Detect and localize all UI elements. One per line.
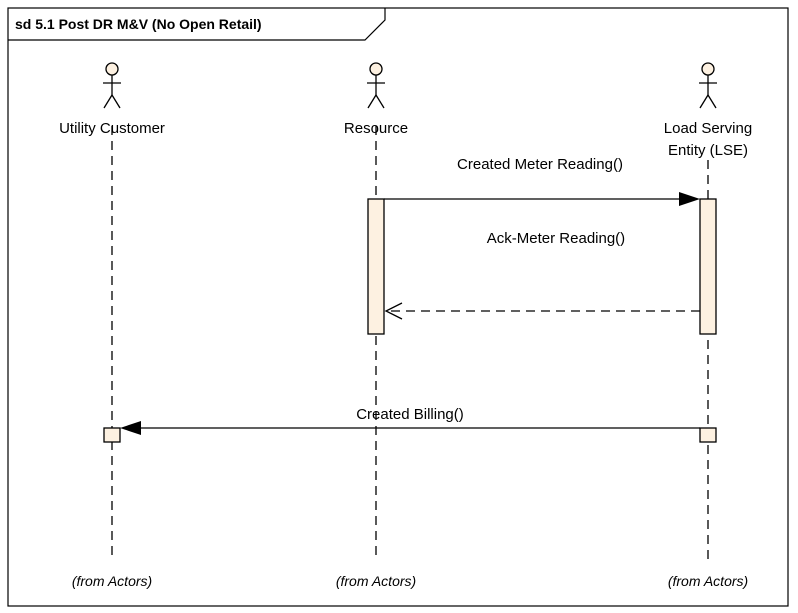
frame-title-tab (8, 8, 386, 41)
stick-figure-icon (699, 62, 717, 109)
message-created-billing[interactable]: Created Billing() (120, 406, 700, 435)
from-actors-lse: (from Actors) (668, 573, 748, 589)
from-actors-resource: (from Actors) (336, 573, 416, 589)
filled-arrowhead-icon (679, 192, 700, 206)
message-label: Created Meter Reading() (457, 156, 623, 173)
filled-arrowhead-icon (120, 421, 141, 435)
actor-utility-customer[interactable]: Utility Customer (59, 62, 165, 137)
diagram-frame (7, 7, 789, 607)
open-arrowhead-icon (384, 302, 403, 320)
from-actors-utility-customer: (from Actors) (72, 573, 152, 589)
message-created-meter-reading[interactable]: Created Meter Reading() (384, 156, 700, 206)
actor-name-line-1: Load Serving (664, 120, 752, 137)
message-label: Ack-Meter Reading() (487, 230, 625, 247)
actor-lse[interactable]: Load Serving Entity (LSE) (664, 62, 752, 159)
message-ack-meter-reading[interactable]: Ack-Meter Reading() (384, 230, 700, 320)
activation-bar-lse (699, 198, 717, 335)
actor-resource[interactable]: Resource (344, 62, 408, 137)
stick-figure-icon (367, 62, 385, 109)
activation-bar-lse-billing (699, 427, 717, 443)
frame-title: sd 5.1 Post DR M&V (No Open Retail) (15, 16, 262, 32)
message-label: Created Billing() (356, 406, 464, 423)
activation-bar-resource (367, 198, 385, 335)
actor-name-line-2: Entity (LSE) (668, 142, 748, 159)
stick-figure-icon (103, 62, 121, 109)
activation-bar-utility-customer (103, 427, 121, 443)
